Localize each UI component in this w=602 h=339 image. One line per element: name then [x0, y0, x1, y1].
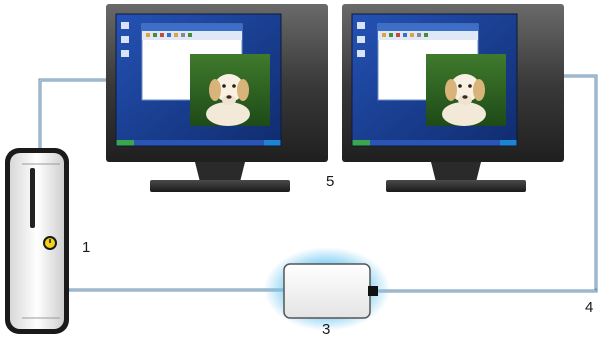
left-monitor [106, 4, 328, 192]
callout-device: 3 [322, 321, 331, 338]
callout-cable: 4 [585, 299, 594, 316]
tower-computer [5, 148, 69, 334]
switch-device [264, 247, 390, 331]
cables [38, 74, 598, 293]
callout-monitors: 5 [326, 173, 335, 190]
callout-computer: 1 [82, 239, 91, 256]
right-monitor [342, 4, 564, 192]
